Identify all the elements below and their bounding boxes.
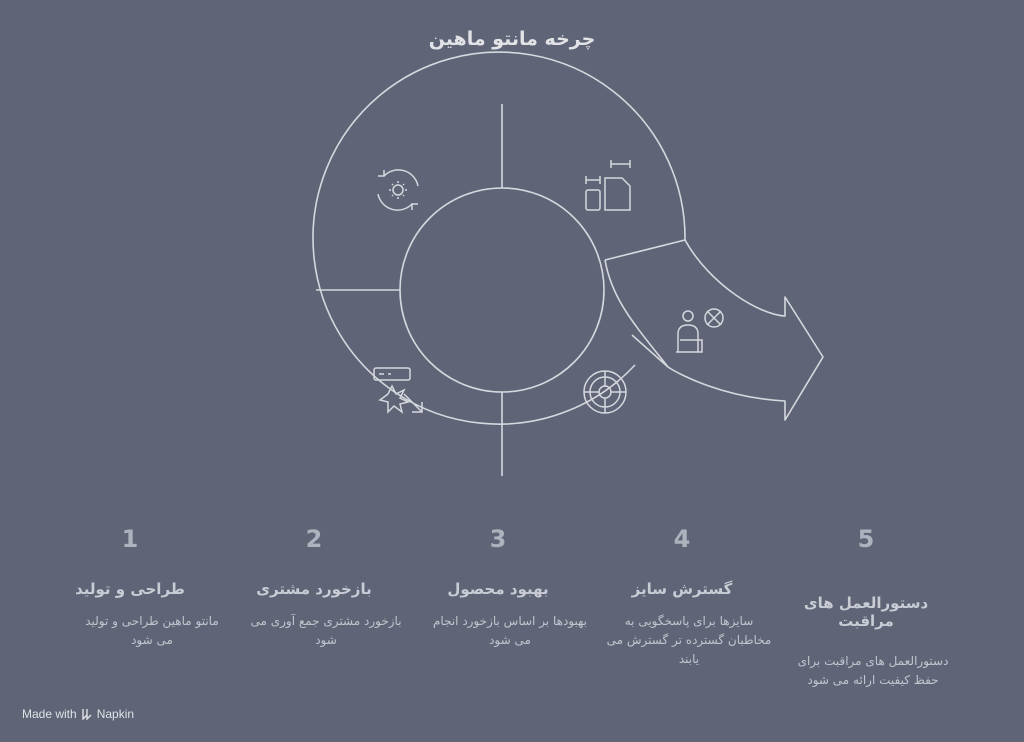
diagram-title: چرخه مانتو ماهین — [428, 28, 596, 50]
step-description: سایزها برای پاسخگویی به مخاطبان گسترده ت… — [606, 614, 772, 666]
step-description: مانتو ماهین طراحی و تولید می شود — [85, 614, 219, 647]
step-title: بهبود محصول — [447, 580, 549, 598]
arrow-inner-curve — [604, 259, 669, 368]
step-1: 1 طراحی و تولید مانتو ماهین طراحی و تولی… — [38, 524, 222, 650]
step-number: 2 — [305, 525, 323, 553]
gear-cycle-icon — [377, 169, 419, 211]
divider-right — [604, 239, 686, 261]
step-description: دستورالعمل های مراقبت برای حفظ کیفیت ارا… — [797, 654, 949, 687]
divider-arrow — [631, 334, 669, 368]
step-4: 4 گسترش سایز سایزها برای پاسخگویی به مخا… — [590, 524, 774, 669]
step-title: بازخورد مشتری — [256, 580, 372, 598]
step-3: 3 بهبود محصول بهبودها بر اساس بازخورد ان… — [406, 524, 590, 650]
step-2: 2 بازخورد مشتری بازخورد مشتری جمع آوری م… — [222, 524, 406, 650]
step-title: گسترش سایز — [631, 580, 733, 598]
step-number: 5 — [857, 525, 875, 553]
size-icon — [585, 160, 631, 211]
step-number: 1 — [121, 525, 139, 553]
napkin-brand: Napkin — [96, 707, 135, 721]
step-number: 3 — [489, 525, 507, 553]
napkin-logo-icon — [82, 709, 92, 720]
step-title: دستورالعمل های مراقبت — [803, 594, 929, 630]
made-with-label: Made with — [22, 707, 77, 721]
cycle-inner-circle — [399, 187, 605, 393]
feedback-click-icon — [373, 367, 423, 414]
made-with-napkin-badge[interactable]: Made with Napkin — [22, 707, 134, 721]
cycle-outer-ring — [312, 51, 824, 425]
care-person-icon — [676, 308, 724, 353]
target-icon — [583, 370, 627, 414]
step-5: 5 دستورالعمل های مراقبت دستورالعمل های م… — [774, 524, 958, 690]
step-number: 4 — [673, 525, 691, 553]
step-description: بهبودها بر اساس بازخورد انجام می شود — [433, 614, 587, 647]
step-title: طراحی و تولید — [75, 580, 185, 598]
step-description: بازخورد مشتری جمع آوری می شود — [250, 614, 402, 647]
